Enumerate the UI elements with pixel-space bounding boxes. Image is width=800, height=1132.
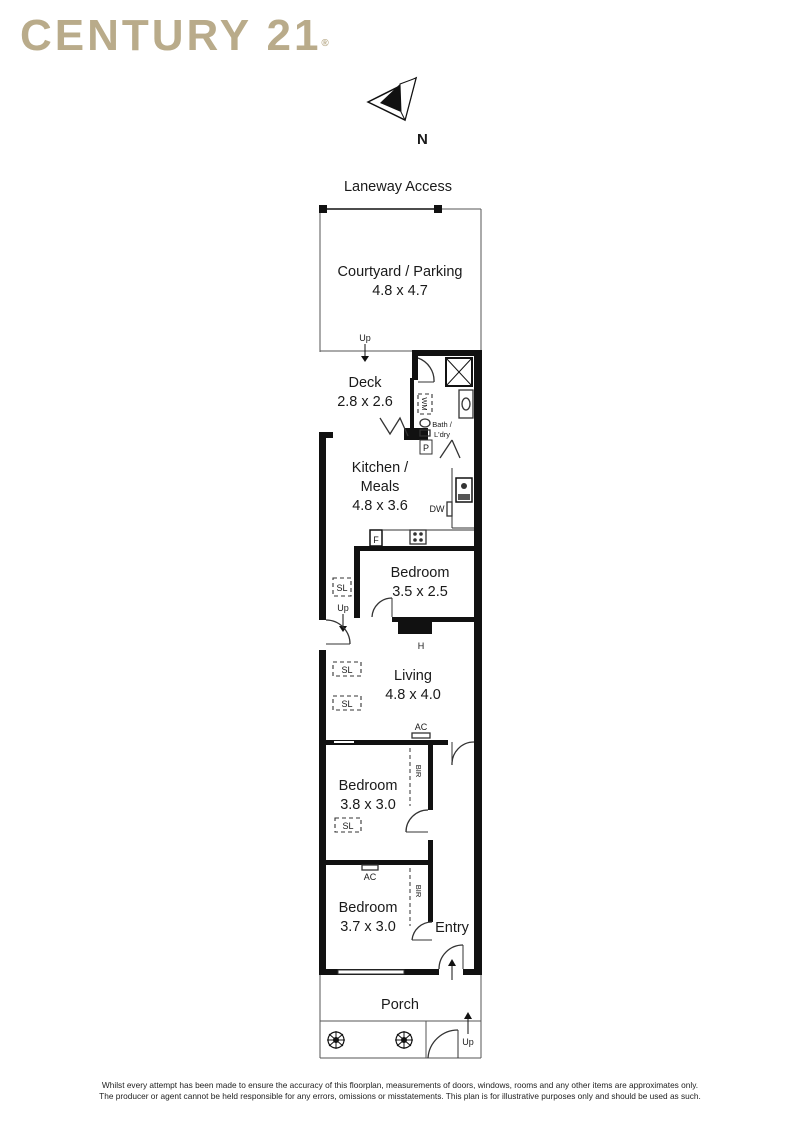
robe-label-2: BIR (414, 885, 423, 898)
deck-size: 2.8 x 2.6 (337, 394, 393, 410)
laneway-label: Laneway Access (344, 179, 452, 195)
aircon-label-1: AC (415, 722, 428, 732)
aircon-unit-icon (411, 732, 431, 739)
door-swing (411, 921, 433, 941)
courtyard-name: Courtyard / Parking (338, 264, 463, 280)
skylight-icon (332, 577, 352, 597)
arrow-up-icon (464, 1012, 472, 1034)
north-arrow-icon (366, 76, 418, 122)
aircon-unit-icon (361, 864, 379, 871)
bath-laundry-label-2: L'dry (434, 430, 450, 439)
deck-up-label: Up (359, 333, 371, 343)
kitchen-fixtures (369, 468, 474, 547)
middle-bedroom-walls (326, 740, 475, 926)
bath-laundry-label-1: Bath / (432, 420, 453, 429)
front-up-label: Up (462, 1037, 474, 1047)
plant-icon (327, 1031, 345, 1049)
disclaimer-line-2: The producer or agent cannot be held res… (99, 1091, 701, 1101)
kitchen-size: 4.8 x 3.6 (352, 498, 408, 514)
brand-logo: CENTURY 21® (20, 14, 329, 58)
skylight-icon (332, 661, 362, 677)
heater-label: H (418, 641, 425, 651)
skylight-icon (332, 695, 362, 711)
bedroom-front-size: 3.7 x 3.0 (340, 919, 396, 935)
window (337, 969, 405, 975)
washing-machine-label: WM (420, 397, 429, 410)
bedroom-rear-size: 3.5 x 2.5 (392, 584, 448, 600)
aircon-label-2: AC (364, 872, 377, 882)
bedroom-front-name: Bedroom (339, 900, 398, 916)
robe-label-1: BIR (414, 765, 423, 778)
fridge-label: F (373, 535, 379, 545)
front-door-swing (438, 944, 464, 970)
bedroom-rear-name: Bedroom (391, 565, 450, 581)
skylight-label-2: SL (341, 665, 352, 675)
brand-name: CENTURY 21 (20, 11, 322, 60)
disclaimer-line-1: Whilst every attempt has been made to en… (101, 1080, 699, 1090)
porch-label: Porch (381, 997, 419, 1013)
entry-label: Entry (435, 920, 470, 936)
arrow-up-icon (448, 959, 456, 980)
kitchen-name-1: Kitchen / (352, 460, 409, 476)
deck-name: Deck (348, 375, 382, 391)
living-name: Living (394, 668, 432, 684)
courtyard-size: 4.8 x 4.7 (372, 283, 428, 299)
pantry-label: P (423, 443, 429, 453)
dishwasher-label: DW (430, 504, 445, 514)
arrow-down-icon (361, 344, 369, 362)
plant-icon (395, 1031, 413, 1049)
skylight-label-1: SL (336, 583, 347, 593)
disclaimer: Whilst every attempt has been made to en… (0, 1080, 800, 1102)
kitchen-name-2: Meals (361, 479, 400, 495)
skylight-label-4: SL (342, 821, 353, 831)
living-size: 4.8 x 4.0 (385, 687, 441, 703)
door-swing (325, 619, 351, 645)
bedroom-mid-name: Bedroom (339, 778, 398, 794)
front-yard-boundary (319, 975, 482, 1059)
floorplan: N Laneway Access Courtyard / Parking 4.8… (319, 76, 482, 1059)
bath-laundry-fixtures (417, 357, 474, 459)
skylight-label-3: SL (341, 699, 352, 709)
compass-label: N (417, 131, 428, 148)
brand-mark: ® (321, 38, 329, 49)
courtyard-boundary (319, 205, 482, 352)
side-up-label: Up (337, 603, 349, 613)
bedroom-mid-size: 3.8 x 3.0 (340, 797, 396, 813)
rear-bedroom-walls (354, 546, 478, 634)
steps-symbol (379, 416, 409, 437)
skylight-icon (334, 817, 362, 833)
